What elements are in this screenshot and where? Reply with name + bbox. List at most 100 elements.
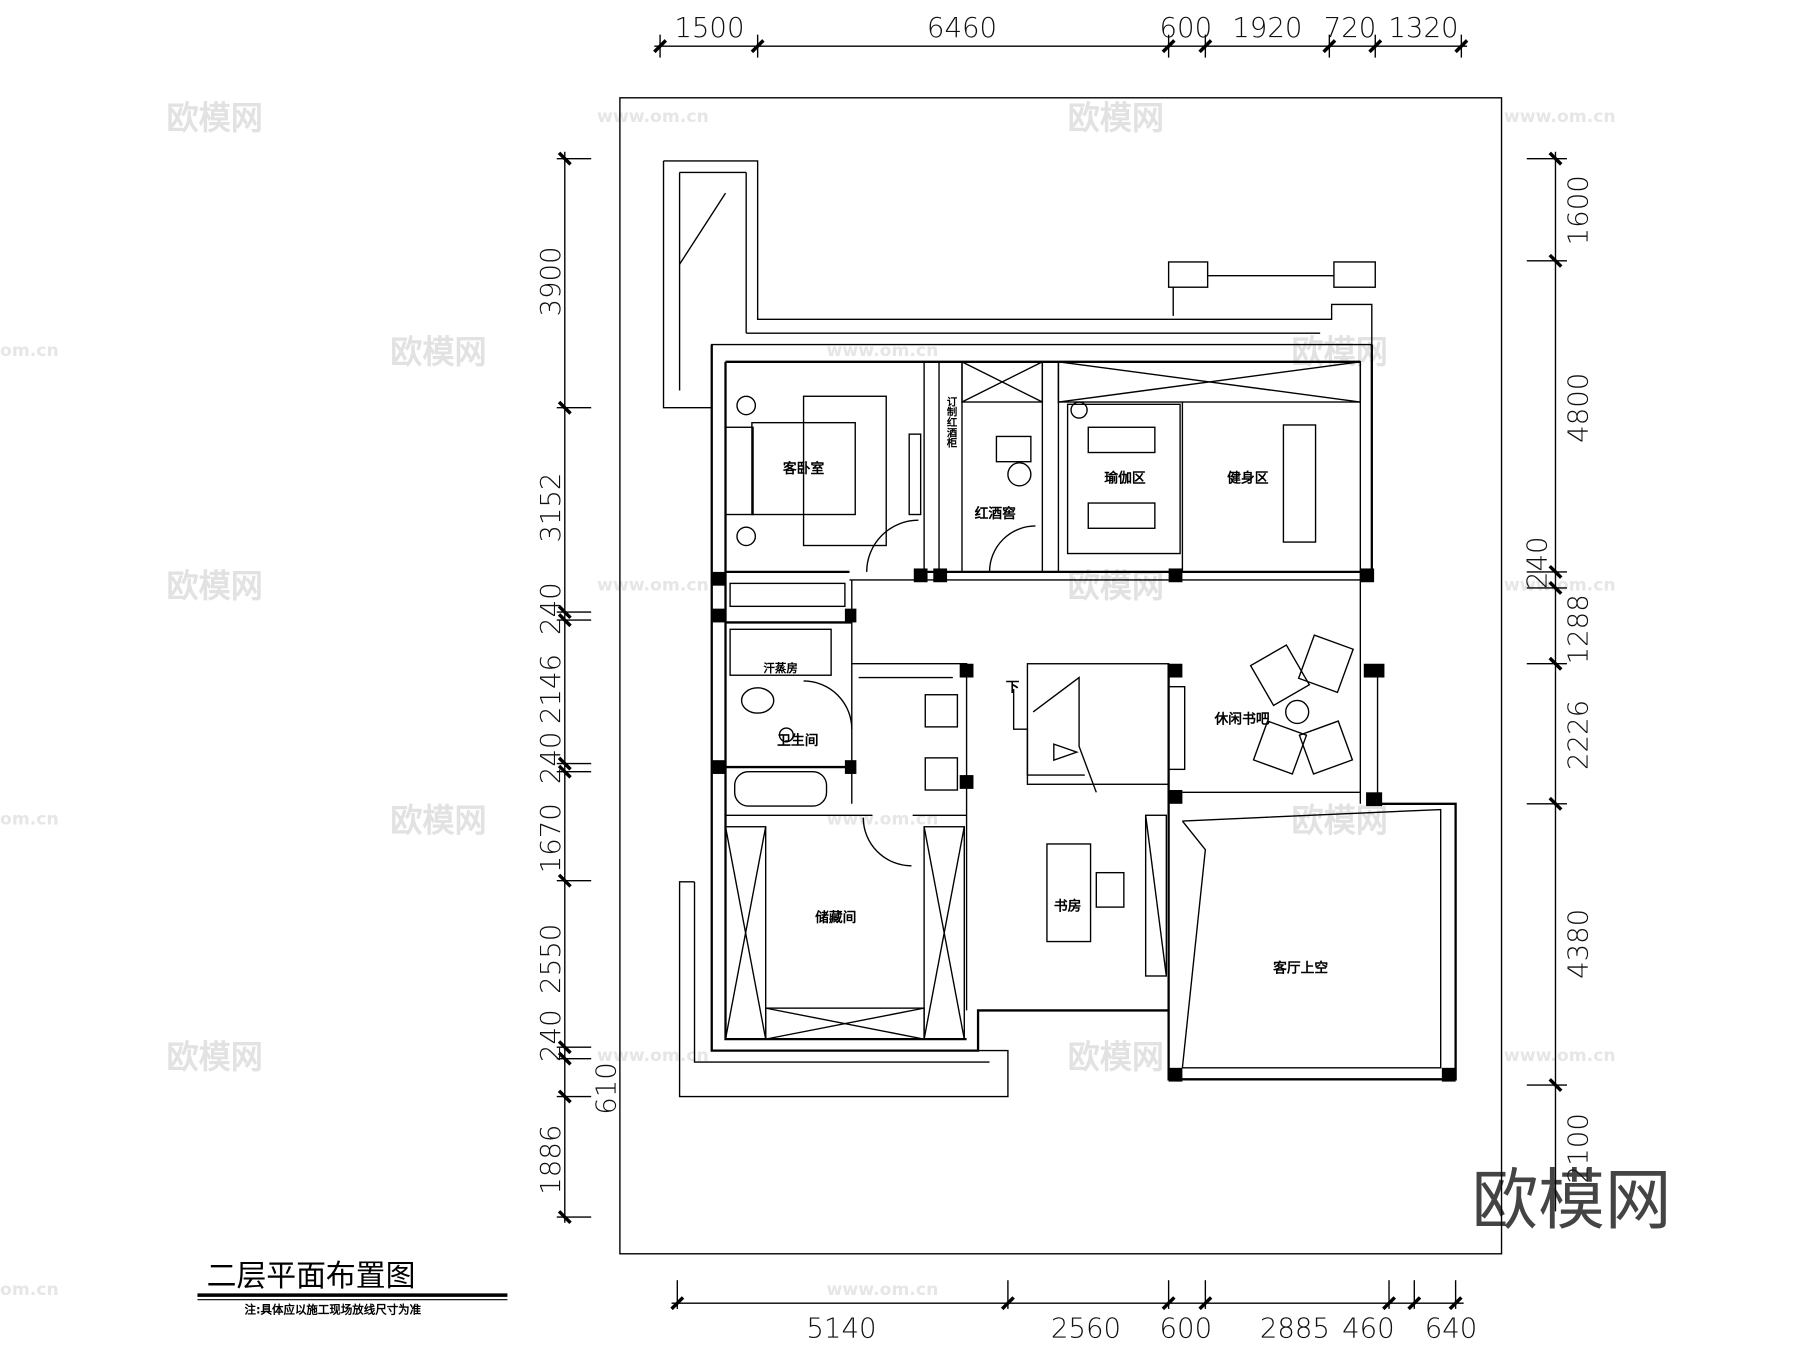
dim-left: 1886 (535, 1125, 567, 1195)
floor-drain-icon (778, 727, 794, 743)
dim-right: 2226 (1563, 700, 1595, 770)
dim-right: 4380 (1563, 909, 1595, 979)
closet (729, 582, 846, 608)
watermark-url: www.om.cn (597, 575, 709, 595)
watermark-logo: 欧模网 (390, 801, 486, 839)
dim-bottom: 460 (1342, 1313, 1395, 1345)
label-wine-cabinet: 订制红酒柜 (945, 395, 958, 448)
chair-icon (1007, 462, 1032, 487)
yoga-mat (1087, 426, 1156, 454)
dim-left: 2550 (535, 924, 567, 994)
walls (662, 160, 1457, 1098)
watermark-url: www.om.cn (1504, 575, 1616, 595)
sheet-frame (619, 97, 1503, 1255)
dim-right: 2100 (1563, 1113, 1595, 1183)
drawing-note: 注:具体应以施工现场放线尺寸为准 (245, 1302, 422, 1316)
room-label-yoga: 瑜伽区 (1104, 469, 1146, 486)
watermark-url: www.om.cn (597, 1046, 709, 1066)
dimension-labels-top: 1500 6460 600 1920 720 1320 (674, 12, 1458, 44)
coffee-table (1285, 699, 1310, 725)
dim-right: 240 (1521, 536, 1553, 589)
yoga-mat (1087, 502, 1156, 529)
bedside-pillows (724, 426, 754, 516)
door-swing (988, 525, 1036, 572)
dim-left: 610 (590, 1062, 622, 1115)
dim-top: 1500 (674, 12, 744, 44)
toilet (740, 687, 775, 714)
dim-top: 6460 (927, 12, 997, 44)
tv-cabinet (908, 433, 922, 516)
room-label-study: 书房 (1054, 898, 1082, 915)
watermark-brand: 欧模网 (1472, 1161, 1672, 1239)
lamp-icon (736, 526, 757, 547)
furniture (724, 395, 1355, 943)
watermark-url: www.om.cn (827, 809, 939, 829)
room-labels: 客卧室 红酒窖 订制红酒柜 瑜伽区 健身区 汗蒸房 卫生间 休闲书吧 储藏间 书… (763, 395, 1328, 976)
armchair (1298, 720, 1354, 775)
door-swing (862, 817, 912, 867)
sauna-bench (729, 628, 832, 676)
bed (802, 395, 887, 547)
sink (924, 757, 959, 791)
room-label-storage: 储藏间 (815, 909, 856, 926)
ball-icon (1070, 401, 1088, 419)
dim-left: 3152 (535, 473, 567, 543)
bed-mattress (751, 421, 856, 516)
dim-right: 1288 (1563, 594, 1595, 664)
watermark-url: om.cn (0, 341, 59, 361)
dim-bottom: 600 (1160, 1313, 1213, 1345)
room-label-sauna: 汗蒸房 (763, 661, 797, 675)
dim-top: 720 (1324, 12, 1377, 44)
watermark-logo: 欧模网 (1068, 99, 1164, 137)
watermark-logo: 欧模网 (1291, 801, 1387, 839)
watermark-logo: 欧模网 (166, 567, 262, 605)
watermarks: 欧模网 欧模网 欧模网 欧模网 欧模网 欧模网 欧模网 欧模网 欧模网 欧模网 … (0, 99, 1671, 1300)
watermark-logo: 欧模网 (166, 99, 262, 137)
dim-bottom: 640 (1425, 1313, 1478, 1345)
armchair (1297, 634, 1355, 694)
stair-down-label: 下 (1006, 679, 1020, 695)
structural-columns (711, 568, 1456, 1082)
dim-left: 3900 (535, 246, 567, 316)
watermark-url: www.om.cn (1504, 1046, 1616, 1066)
dim-left: 2146 (535, 654, 567, 724)
watermark-url: www.om.cn (827, 1280, 939, 1300)
armchair (1249, 644, 1311, 707)
stair-arrow (1053, 743, 1079, 762)
watermark-url: om.cn (0, 809, 59, 829)
lamp-icon (736, 395, 757, 416)
dim-top: 1920 (1232, 12, 1302, 44)
room-label-gym: 健身区 (1227, 469, 1269, 486)
study-desk (1046, 843, 1092, 943)
sink (924, 694, 959, 728)
door-swing (803, 680, 853, 730)
dim-top: 600 (1160, 12, 1213, 44)
room-label-wine-cellar: 红酒窖 (975, 505, 1017, 522)
dim-left: 240 (535, 582, 567, 635)
dim-bottom: 2885 (1260, 1313, 1330, 1345)
yoga-mat-area (1066, 403, 1181, 555)
armchair (1252, 720, 1308, 775)
dim-left: 240 (535, 732, 567, 785)
drawing-title: 二层平面布置图 (207, 1259, 416, 1294)
room-label-guest-bedroom: 客卧室 (782, 460, 825, 477)
dim-bottom: 2560 (1051, 1313, 1121, 1345)
treadmill (1282, 424, 1317, 543)
dim-top: 1320 (1388, 12, 1458, 44)
dimension-labels-bottom: 5140 2560 600 2885 460 640 (806, 1313, 1477, 1345)
door-swing (866, 519, 919, 572)
bathtub (734, 770, 828, 807)
study-chair (1095, 871, 1125, 908)
watermark-logo: 欧模网 (166, 1038, 262, 1076)
watermark-logo: 欧模网 (390, 333, 486, 371)
dim-left: 1670 (535, 803, 567, 873)
watermark-url: www.om.cn (597, 107, 709, 127)
dim-bottom: 5140 (806, 1313, 876, 1345)
room-label-living-void: 客厅上空 (1272, 960, 1328, 977)
watermark-logo: 欧模网 (1068, 1038, 1164, 1076)
room-label-bathroom: 卫生间 (777, 732, 818, 749)
title-block: 二层平面布置图 注:具体应以施工现场放线尺寸为准 (197, 1259, 508, 1316)
